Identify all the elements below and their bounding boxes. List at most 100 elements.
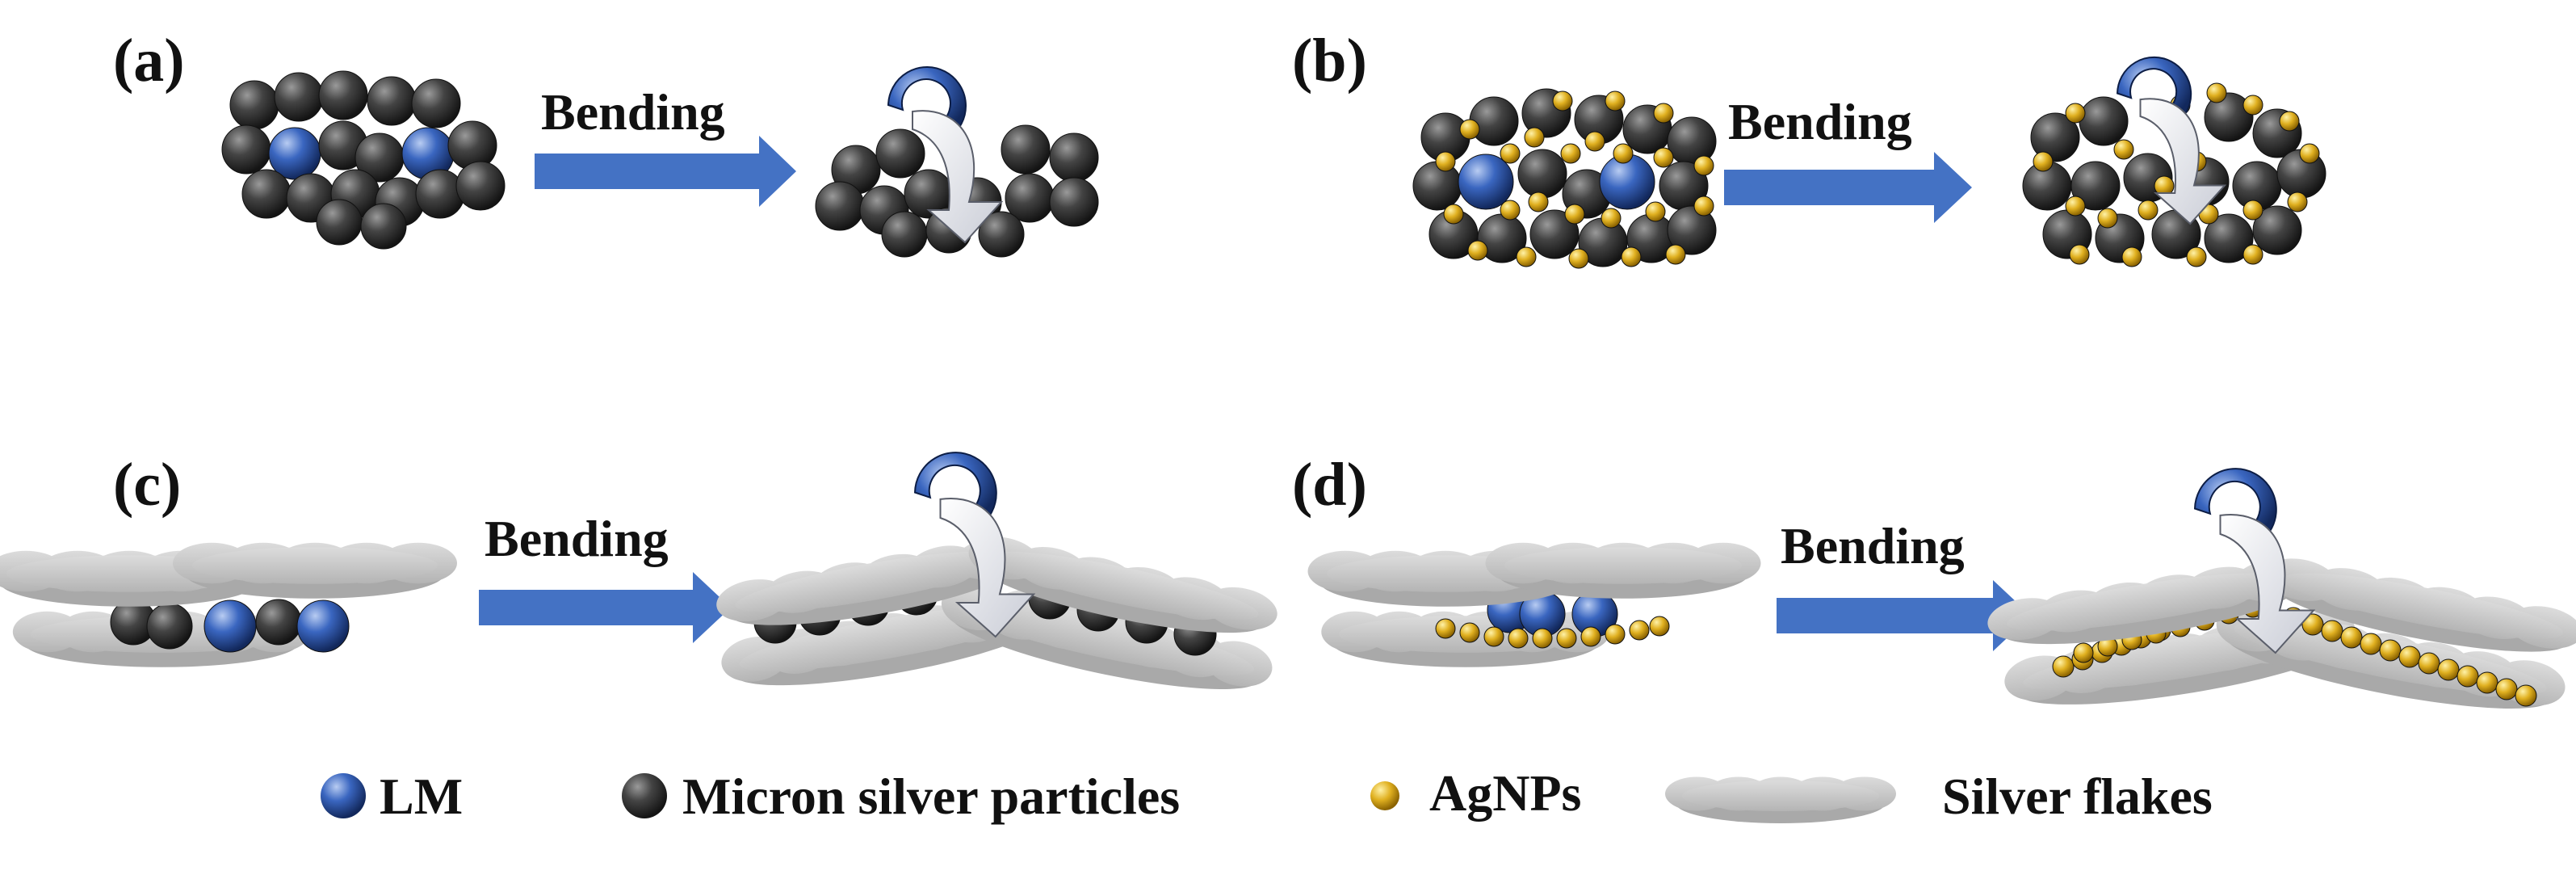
agnp-particle (1556, 628, 1577, 649)
agnp-particle (2299, 143, 2320, 164)
micron-particle (2079, 96, 2129, 146)
agnp-particle (2495, 678, 2518, 700)
panel-b-arrow-label: Bending (1728, 93, 1912, 150)
agnp-particle (2456, 665, 2479, 688)
micron-particle (274, 72, 324, 122)
panel-d-arrow (1777, 580, 2031, 651)
agnp-particle (2065, 103, 2086, 124)
micron-particle (316, 199, 363, 246)
agnp-particle (1459, 119, 1480, 140)
panel-d-label: (d) (1292, 451, 1367, 519)
agnp-particle (2515, 684, 2537, 707)
agnp-particle (2360, 633, 2382, 655)
agnp-particle (1665, 244, 1686, 265)
lm-droplet (1458, 154, 1514, 210)
lm-pour-icon (913, 452, 1036, 638)
panel-a-arrow (535, 136, 796, 207)
lm-droplet (203, 599, 257, 653)
panel-d-after-stack (1987, 468, 2576, 709)
micron-particle (875, 128, 925, 179)
lm-pour-icon (2116, 56, 2227, 225)
agnp-particle (2398, 646, 2421, 668)
agnp-particle (1568, 248, 1589, 269)
agnp-particle (2287, 191, 2308, 212)
agnp-particle (2033, 151, 2054, 172)
agnp-particle (1552, 90, 1573, 111)
agnp-particle (1532, 628, 1553, 649)
agnp-particle (1653, 103, 1674, 124)
silver-flake (173, 542, 457, 599)
agnp-particle (2476, 671, 2498, 694)
lm-droplet (296, 599, 350, 653)
micron-particle (367, 76, 417, 126)
panel-c-arrow-label: Bending (485, 510, 669, 567)
micron-particle (1529, 209, 1580, 259)
micron-particle (229, 80, 279, 130)
legend-micron-icon (622, 773, 667, 818)
panel-a-arrow-label: Bending (541, 83, 725, 141)
micron-particle (1517, 149, 1567, 199)
lm-pour-icon (2193, 468, 2316, 654)
panel-c-label: (c) (113, 451, 181, 519)
agnp-particle (1605, 90, 1626, 111)
agnp-particle (1645, 201, 1666, 222)
micron-particle (447, 120, 497, 170)
agnp-particle (2379, 639, 2402, 662)
micron-particle (1412, 161, 1462, 211)
legend-agnp-icon (1370, 781, 1399, 810)
legend-agnp-label: AgNPs (1429, 764, 1581, 822)
panel-a-before-cluster (221, 70, 506, 250)
agnp-particle (2242, 200, 2263, 221)
agnp-particle (1649, 616, 1670, 637)
micron-particle (1001, 124, 1051, 175)
micron-particle (978, 211, 1025, 258)
micron-particle (2070, 161, 2121, 211)
agnp-particle (1467, 240, 1488, 261)
micron-particle (2252, 205, 2302, 255)
agnp-particle (2340, 626, 2363, 649)
micron-particle (241, 169, 292, 219)
agnp-particle (2097, 208, 2118, 229)
panel-d-before-stack (1307, 542, 1761, 667)
panel-a-after-cluster (815, 66, 1099, 258)
panel-d-arrow-label: Bending (1781, 517, 1965, 574)
micron-particle (2204, 213, 2254, 263)
agnp-particle (2052, 655, 2075, 678)
agnp-particle (1560, 143, 1581, 164)
agnp-particle (1435, 618, 1456, 639)
agnp-particle (2301, 613, 2324, 636)
agnp-particle (1605, 624, 1626, 645)
panel-a-label: (a) (113, 27, 185, 95)
agnp-particle (2206, 82, 2227, 103)
panel-c-before-stack (0, 542, 457, 667)
panel-b-arrow (1724, 152, 1972, 223)
agnp-particle (1629, 620, 1650, 641)
micron-particle (1049, 133, 1099, 183)
agnp-particle (1693, 196, 1714, 217)
agnp-particle (1613, 143, 1634, 164)
agnp-particle (1693, 155, 1714, 176)
agnp-particle (1443, 204, 1464, 225)
legend-micron-label: Micron silver particles (682, 768, 1180, 825)
legend-flake-icon (1665, 776, 1896, 823)
agnp-particle (1508, 628, 1529, 649)
micron-particle (1049, 177, 1099, 227)
agnp-particle (1459, 622, 1480, 643)
agnp-particle (1653, 147, 1674, 168)
agnp-particle (1500, 200, 1521, 221)
legend-lm-label: LM (380, 768, 463, 825)
micron-particle (318, 70, 368, 120)
micron-particle (455, 161, 506, 211)
panel-b-label: (b) (1292, 27, 1367, 95)
legend-lm-icon (321, 773, 366, 818)
agnp-particle (2242, 95, 2263, 116)
agnp-particle (1621, 246, 1642, 267)
agnp-particle (1500, 143, 1521, 164)
agnp-particle (2418, 652, 2440, 675)
micron-particle (2204, 92, 2254, 142)
agnp-particle (1601, 208, 1622, 229)
agnp-particle (1564, 204, 1585, 225)
silver-flake (716, 536, 1027, 625)
